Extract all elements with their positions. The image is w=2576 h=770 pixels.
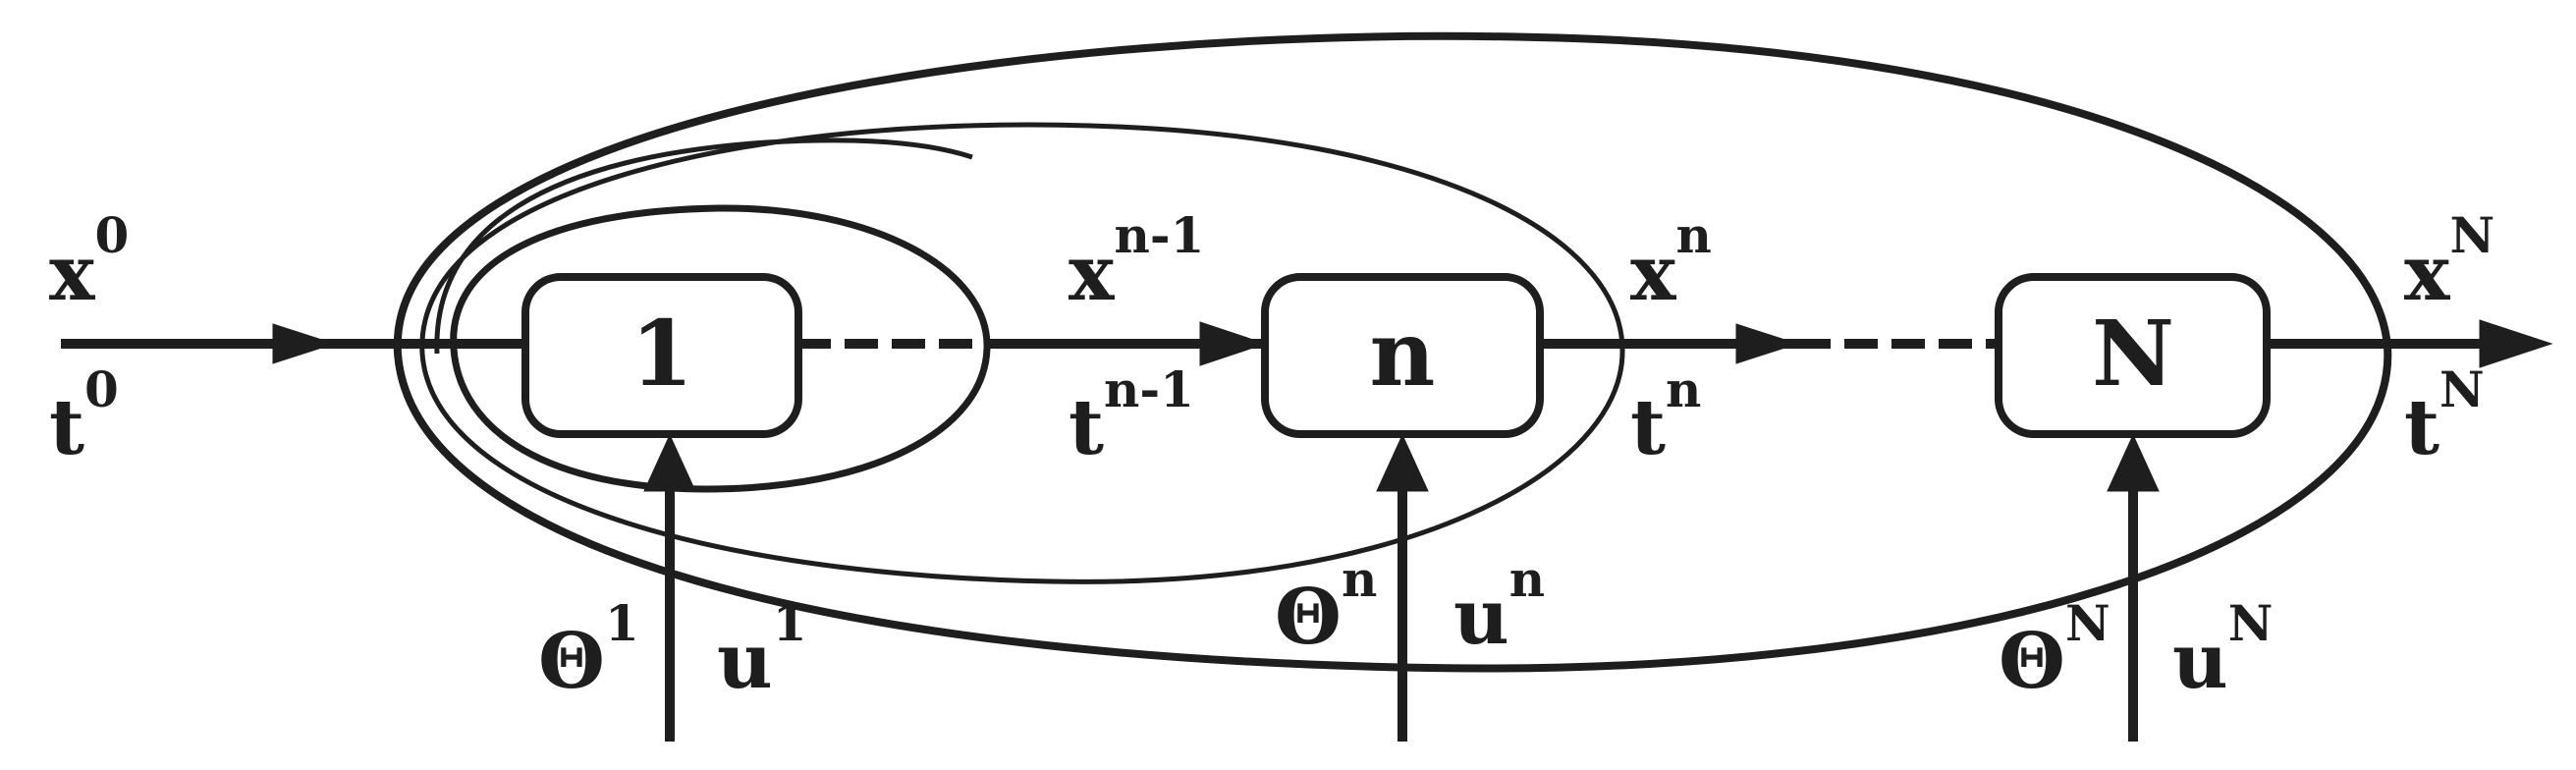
labels: x0 xn-1 xn xN t0 tn-1 tn tN Θ1 Θn ΘN u1 …: [49, 206, 2494, 706]
label-thetaN: ΘN: [1999, 594, 2110, 706]
label-xn: xn: [1630, 206, 1712, 318]
stage-box-n[interactable]: n: [1261, 273, 1544, 438]
label-un: un: [1453, 550, 1545, 662]
arrow-xn: [1735, 323, 1799, 364]
label-uN: uN: [2172, 594, 2273, 706]
stage-box-N[interactable]: N: [1995, 273, 2271, 438]
stage-label-N: N: [2092, 301, 2174, 407]
arrow-input: [272, 323, 336, 364]
label-x0: x0: [49, 206, 129, 318]
label-xn-1: xn-1: [1069, 206, 1204, 318]
arrow-output: [2479, 319, 2553, 368]
control-arrows: [643, 433, 2160, 742]
main-line: [61, 319, 2553, 368]
stage-box-1[interactable]: 1: [521, 273, 802, 438]
stage-boxes: 1 n N: [521, 273, 2271, 438]
arrow-uN: [2107, 433, 2160, 492]
label-tn: tn: [1630, 360, 1701, 472]
stage-label-n: n: [1370, 301, 1436, 407]
ellipse-wrap: [434, 138, 973, 355]
label-tn-1: tn-1: [1069, 360, 1194, 472]
label-xN: xN: [2404, 206, 2494, 318]
label-t0: t0: [49, 360, 119, 472]
arrow-un: [1376, 433, 1429, 492]
label-theta1: Θ1: [538, 594, 639, 706]
ellipse-stages-1-to-N: [393, 31, 2392, 673]
label-thetan: Θn: [1275, 550, 1377, 662]
label-tN: tN: [2404, 360, 2485, 472]
arrow-xn-1: [1199, 321, 1267, 366]
arrow-u1: [643, 433, 696, 492]
label-u1: u1: [717, 594, 807, 706]
stage-label-1: 1: [630, 301, 693, 407]
enclosing-ellipses: [393, 31, 2392, 673]
